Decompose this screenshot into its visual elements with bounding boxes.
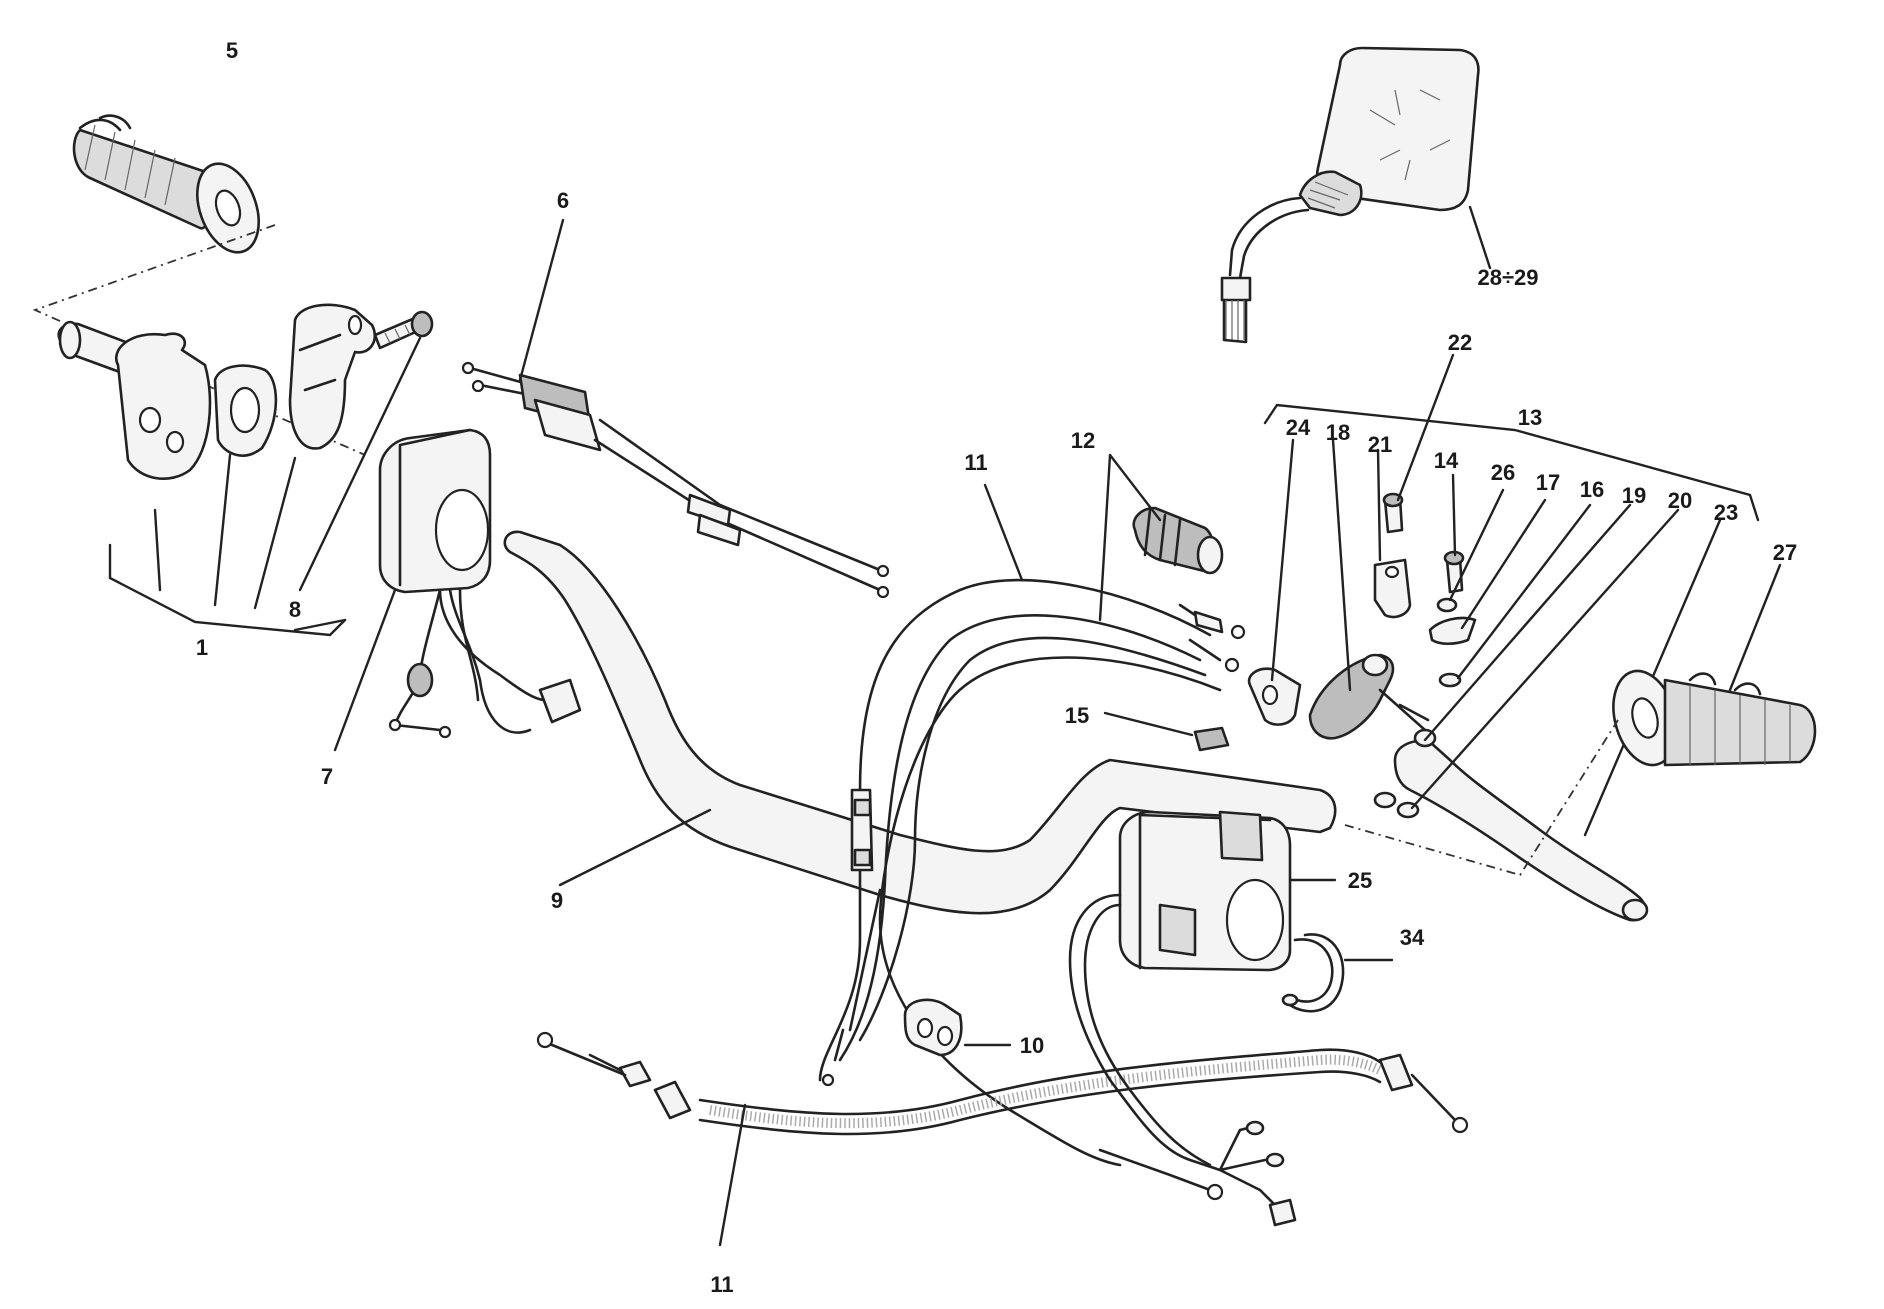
callout-17: 17 bbox=[1536, 470, 1560, 495]
callout-labels: 5 6 1 8 7 9 11 12 15 10 11 28÷29 22 13 2… bbox=[196, 38, 1797, 1297]
leader-18 bbox=[1331, 438, 1352, 692]
callout-11-bottom: 11 bbox=[710, 1272, 733, 1297]
part-lever bbox=[1373, 728, 1649, 922]
callout-27: 27 bbox=[1773, 540, 1797, 565]
leader-11-top bbox=[983, 483, 1024, 582]
callout-21: 21 bbox=[1368, 432, 1392, 457]
callout-15: 15 bbox=[1065, 703, 1089, 728]
part-right-switch bbox=[1068, 810, 1297, 1227]
leader-19 bbox=[1423, 503, 1632, 742]
callout-24: 24 bbox=[1286, 415, 1311, 440]
leader-21 bbox=[1376, 448, 1382, 562]
leader-17 bbox=[1460, 498, 1547, 630]
callout-26: 26 bbox=[1491, 460, 1515, 485]
part-throttle-assembly bbox=[57, 303, 434, 480]
part-right-grip bbox=[1612, 669, 1817, 767]
leader-28-29 bbox=[1468, 205, 1492, 270]
part-circlip bbox=[1281, 933, 1345, 1013]
leader-6 bbox=[518, 218, 565, 382]
callout-11-top: 11 bbox=[964, 450, 987, 475]
callout-8: 8 bbox=[289, 597, 301, 622]
assembly-line-5 bbox=[32, 224, 366, 456]
leader-24 bbox=[1270, 438, 1295, 682]
assembly-line-27 bbox=[1344, 719, 1619, 877]
callout-19: 19 bbox=[1622, 483, 1646, 508]
callout-16: 16 bbox=[1580, 477, 1604, 502]
callout-12: 12 bbox=[1071, 428, 1095, 453]
callout-20: 20 bbox=[1668, 488, 1692, 513]
leader-14 bbox=[1451, 473, 1457, 557]
callout-14: 14 bbox=[1434, 448, 1459, 473]
part-throttle-cables bbox=[461, 361, 890, 599]
callout-25: 25 bbox=[1348, 868, 1372, 893]
leader-7 bbox=[333, 588, 397, 752]
callout-5: 5 bbox=[226, 38, 238, 63]
part-left-grip bbox=[72, 114, 260, 254]
leader-9 bbox=[558, 808, 712, 887]
part-handlebar bbox=[503, 530, 1337, 915]
leader-11-bottom bbox=[718, 1103, 747, 1247]
part-mirror bbox=[1220, 46, 1480, 344]
callout-23: 23 bbox=[1714, 500, 1738, 525]
leader-16 bbox=[1456, 503, 1592, 680]
callout-10: 10 bbox=[1020, 1033, 1044, 1058]
callout-28-29: 28÷29 bbox=[1477, 265, 1538, 290]
leader-12 bbox=[1098, 453, 1162, 622]
callout-22: 22 bbox=[1448, 330, 1472, 355]
leader-15 bbox=[1103, 711, 1194, 737]
part-cable-clip bbox=[903, 998, 963, 1057]
callout-13: 13 bbox=[1518, 405, 1542, 430]
leader-20 bbox=[1410, 508, 1680, 810]
lever-link-lines bbox=[1378, 688, 1430, 732]
part-15 bbox=[1193, 726, 1230, 752]
part-cables bbox=[536, 578, 1469, 1201]
part-left-switch bbox=[378, 428, 582, 739]
leader-8 bbox=[298, 336, 422, 592]
leader-22 bbox=[1396, 353, 1455, 502]
callout-9: 9 bbox=[551, 888, 563, 913]
callout-6: 6 bbox=[557, 188, 569, 213]
bracket-item-1 bbox=[108, 453, 347, 637]
callout-34: 34 bbox=[1400, 925, 1425, 950]
callout-1: 1 bbox=[196, 635, 208, 660]
leader-26 bbox=[1448, 488, 1505, 602]
bracket-item-13 bbox=[1263, 403, 1760, 522]
part-clamp bbox=[1373, 492, 1412, 619]
part-cable-boot bbox=[1132, 506, 1246, 673]
leader-27 bbox=[1728, 563, 1782, 692]
callout-7: 7 bbox=[321, 764, 333, 789]
callout-18: 18 bbox=[1326, 420, 1350, 445]
part-lever-mount bbox=[1247, 653, 1395, 740]
